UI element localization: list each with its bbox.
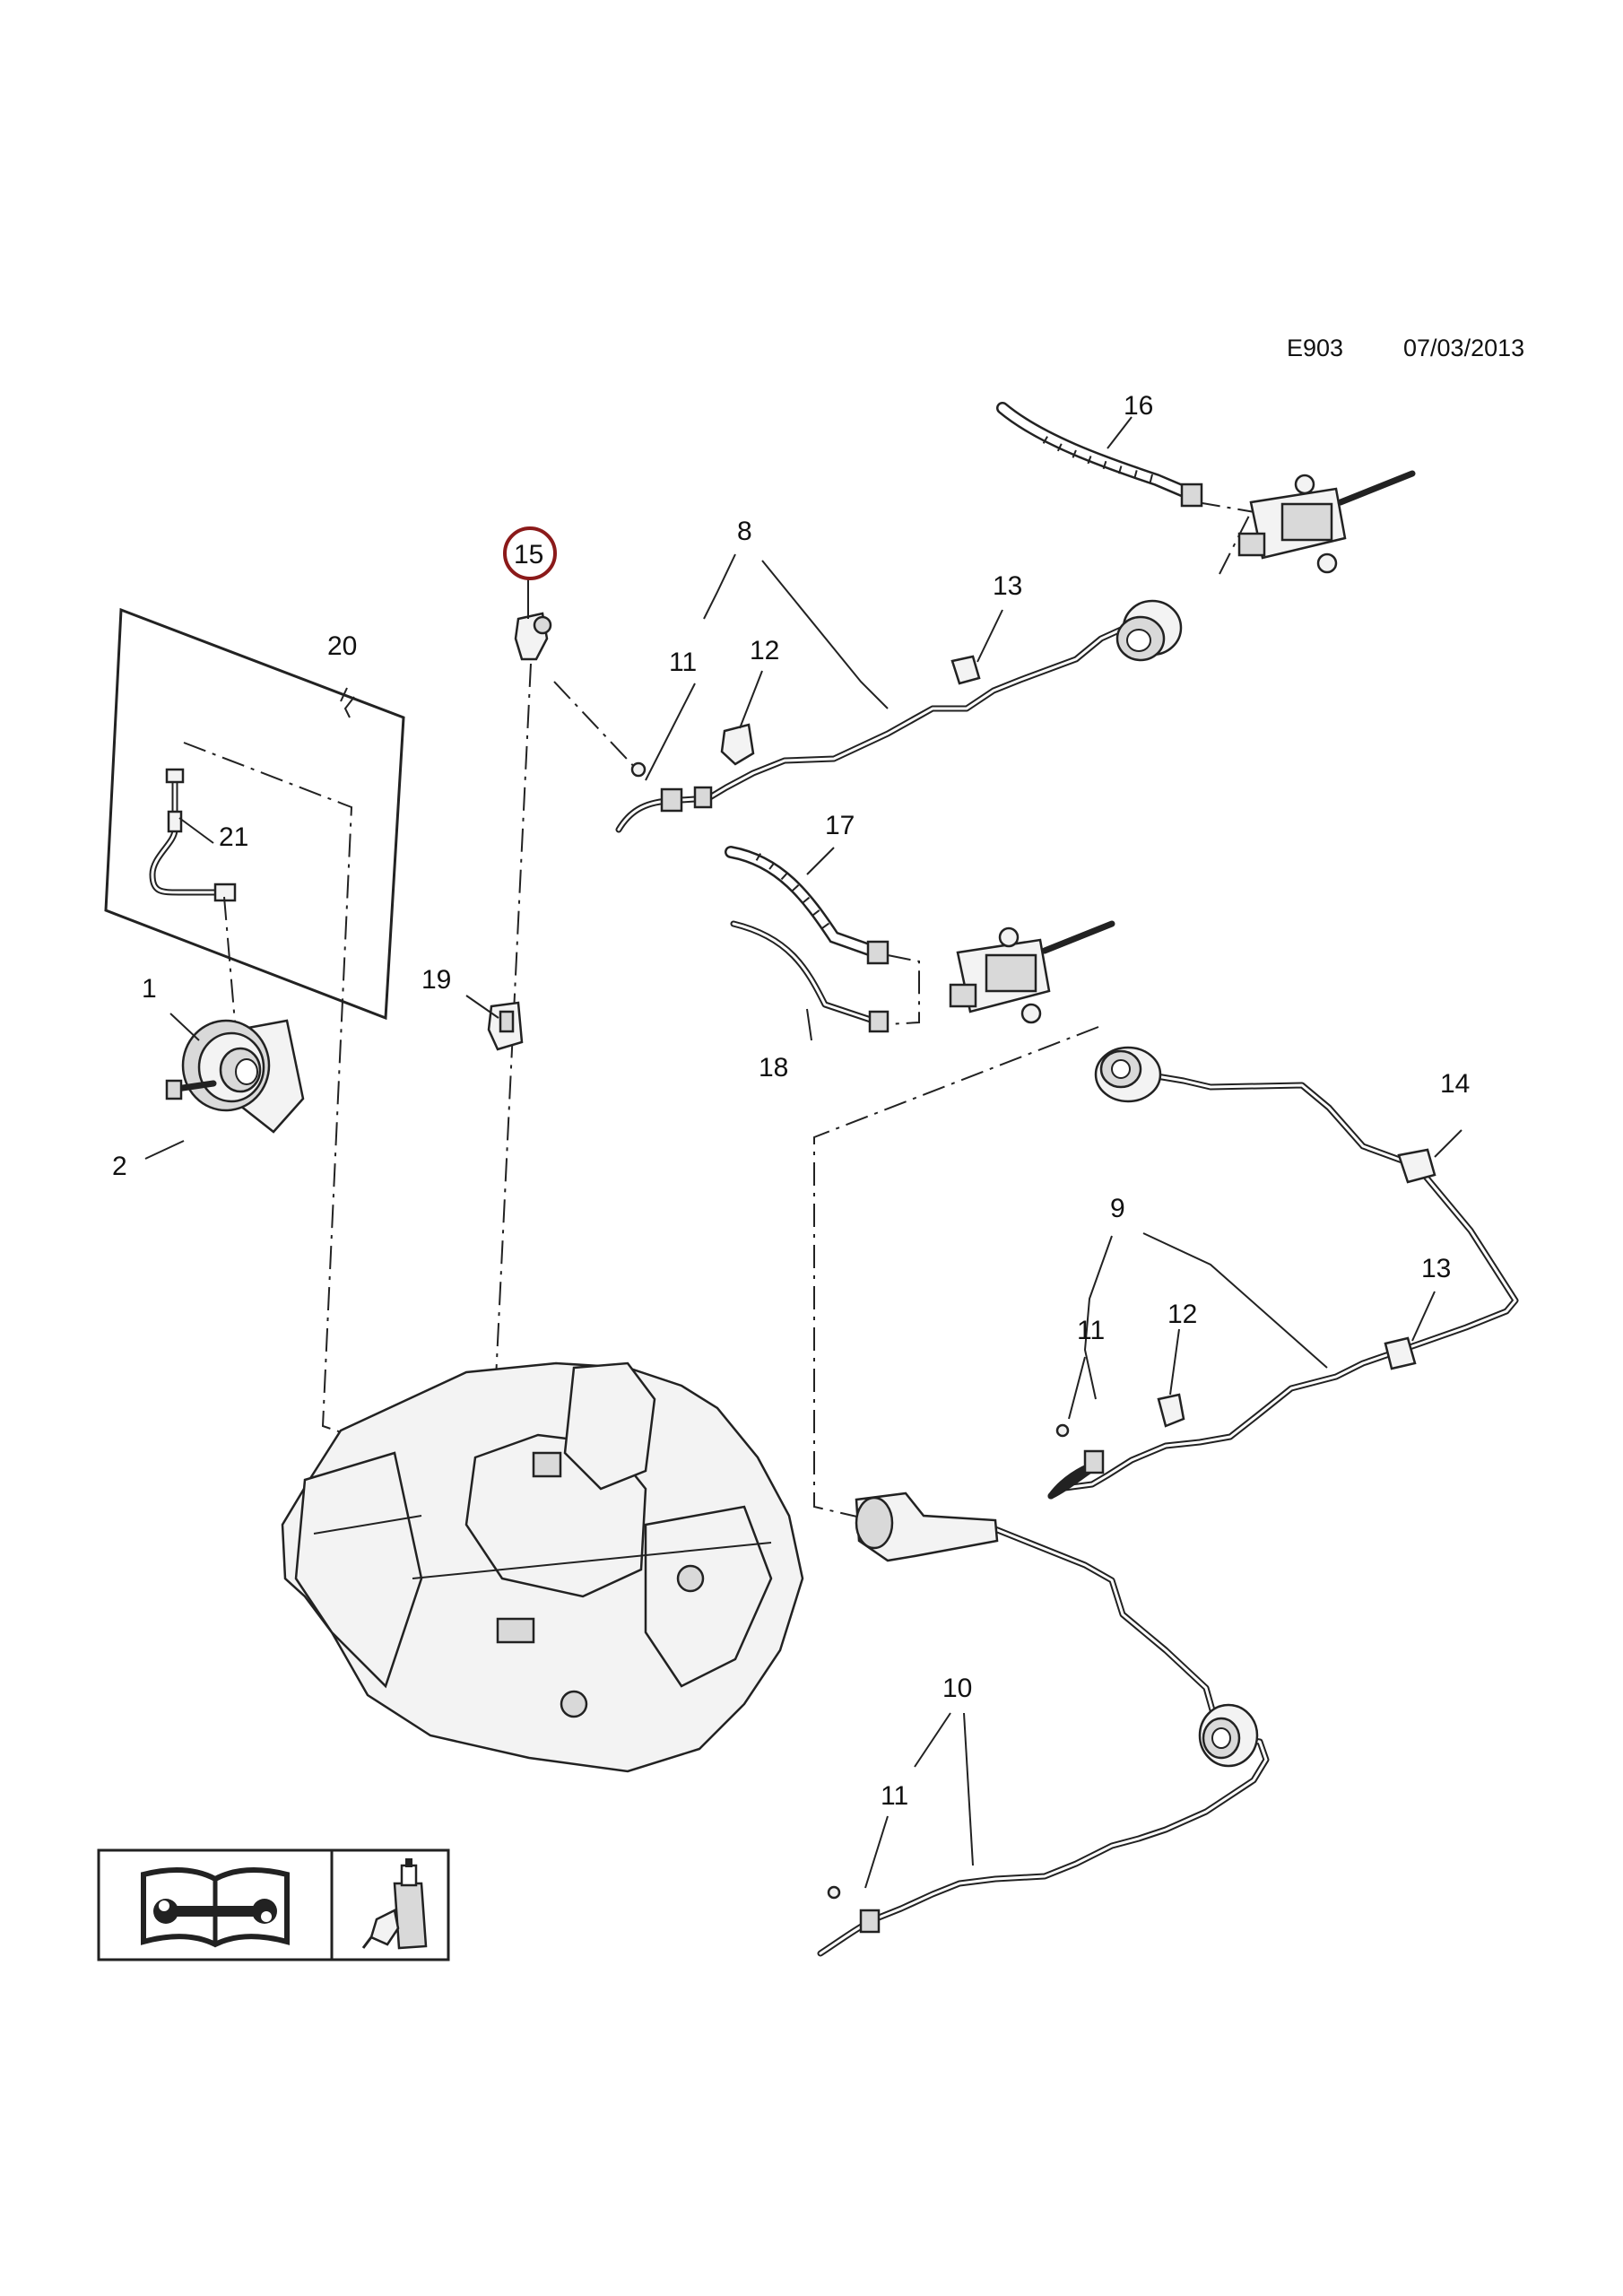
part-10-damper [1198, 1703, 1259, 1768]
callouts: 1 2 3 8 9 10 11 11 11 12 12 13 13 14 15 … [112, 391, 1470, 1887]
fluid-bottle-icon [361, 1858, 428, 1950]
part-18-hose [730, 920, 890, 1033]
part-2-bolt [165, 1079, 217, 1100]
callout-8: 8 [737, 517, 752, 546]
part-1-slave-cylinder [181, 1019, 305, 1134]
master-cylinder-upper [1237, 470, 1416, 574]
part-14-clip [1397, 1148, 1436, 1184]
callout-1: 1 [142, 974, 157, 1004]
callout-14: 14 [1440, 1069, 1470, 1099]
part-13-clip-upper [950, 655, 981, 685]
master-cylinder-lower [949, 920, 1115, 1024]
callout-18: 18 [759, 1053, 788, 1083]
service-manual-book-icon [141, 1867, 290, 1948]
part-15-fitting [514, 612, 552, 661]
transmission-gearbox [281, 1361, 804, 1773]
callout-21: 21 [219, 822, 248, 852]
legend-box [97, 1848, 450, 1961]
part-17-hose [725, 846, 890, 965]
callout-19: 19 [421, 965, 451, 995]
leader-lines [144, 416, 1462, 1889]
assembly-line-g [1196, 501, 1261, 514]
callout-20: 20 [327, 631, 357, 661]
assembly-line-h [887, 954, 920, 1025]
part-16-hose [996, 402, 1203, 508]
part-8-clutch-pipe [615, 626, 1124, 833]
part-10-quick-connector [855, 1492, 999, 1562]
part-8-quick-connector [1115, 599, 1183, 662]
callout-11-upper: 11 [669, 648, 697, 677]
assembly-line-e [813, 1026, 1099, 1518]
callout-13-lower: 13 [1421, 1254, 1451, 1283]
diagram-code: E903 [1287, 335, 1343, 361]
part-9-end-fitting [1047, 1423, 1105, 1500]
kit-frame-20 [104, 607, 405, 1021]
callout-2: 2 [112, 1152, 127, 1181]
callout-15-highlight-ring[interactable] [503, 526, 557, 580]
callout-15[interactable]: 15 [514, 540, 543, 570]
part-10-clutch-pipe [817, 1526, 1270, 1957]
callout-13-upper: 13 [993, 571, 1022, 601]
part-19-clip [487, 1001, 524, 1051]
callout-10: 10 [942, 1674, 972, 1703]
part-11-seal-upper [630, 761, 647, 778]
part-12-clip-upper [720, 723, 755, 766]
assembly-line-f [1219, 506, 1254, 575]
callout-9: 9 [1110, 1194, 1125, 1223]
diagram-date: 07/03/2013 [1403, 335, 1524, 361]
callout-11-middle: 11 [1077, 1316, 1105, 1345]
callout-12-lower: 12 [1167, 1300, 1197, 1329]
assembly-line-b [223, 896, 236, 1023]
callout-16: 16 [1124, 391, 1153, 421]
assembly-line-a [183, 742, 355, 1438]
assembly-line-c [490, 663, 532, 1472]
callout-11-lower: 11 [881, 1781, 908, 1811]
part-21-pipe [149, 768, 237, 902]
assembly-line-d [553, 681, 639, 772]
part-12-clip-lower [1157, 1393, 1185, 1428]
callout-12-upper: 12 [750, 636, 779, 665]
part-13-clip-lower [1384, 1336, 1417, 1370]
callout-17: 17 [825, 811, 855, 840]
part-9-clutch-pipe [1047, 1073, 1519, 1500]
part-9-quick-connector [1094, 1046, 1162, 1103]
